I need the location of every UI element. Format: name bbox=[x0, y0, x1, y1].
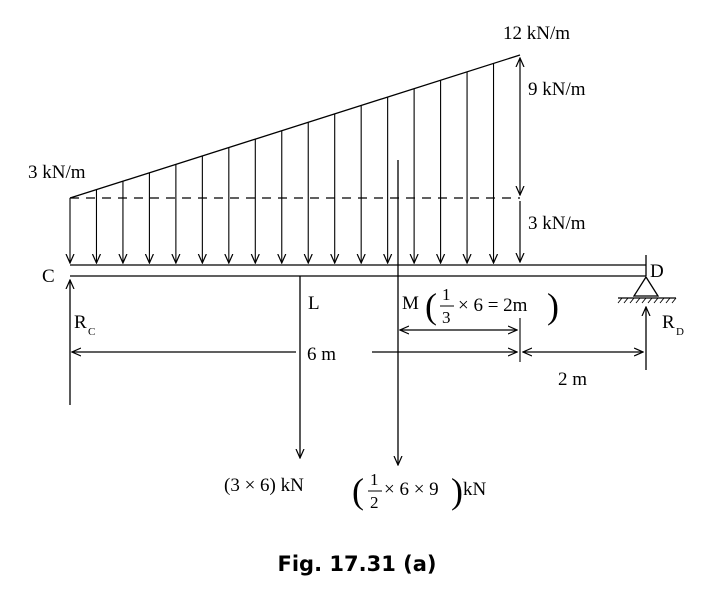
reaction-d-label: R D bbox=[662, 312, 684, 338]
svg-text:D: D bbox=[676, 326, 684, 338]
dim-6m-label: 6 m bbox=[307, 344, 336, 365]
figure-caption: Fig. 17.31 (a) bbox=[277, 552, 437, 576]
load-envelope-line bbox=[69, 54, 521, 199]
svg-text:R: R bbox=[74, 312, 87, 333]
right-intensity-label: 12 kN/m bbox=[503, 23, 570, 44]
load-arrows bbox=[70, 63, 494, 263]
pin-support-d bbox=[617, 275, 677, 304]
dim-2m-label: 2 m bbox=[558, 369, 587, 390]
left-intensity-label: 3 kN/m bbox=[28, 162, 86, 183]
svg-text:R: R bbox=[662, 312, 675, 333]
svg-text:1: 1 bbox=[442, 285, 451, 304]
point-d-label: D bbox=[650, 261, 664, 282]
svg-text:(: ( bbox=[425, 286, 437, 326]
svg-text:1: 1 bbox=[370, 470, 379, 489]
point-m-label: M bbox=[402, 293, 419, 314]
rect-intensity-label: 3 kN/m bbox=[528, 213, 586, 234]
svg-text:(: ( bbox=[352, 471, 364, 511]
svg-text:2: 2 bbox=[370, 493, 379, 512]
svg-text:× 6 × 9: × 6 × 9 bbox=[384, 479, 439, 500]
svg-text:): ) bbox=[547, 286, 559, 326]
triangle-intensity-label: 9 kN/m bbox=[528, 79, 586, 100]
svg-text:C: C bbox=[88, 326, 95, 338]
svg-text:3: 3 bbox=[442, 308, 451, 327]
force-rect-label: (3 × 6) kN bbox=[224, 475, 304, 496]
svg-text:): ) bbox=[451, 471, 463, 511]
beam bbox=[70, 255, 647, 277]
svg-text:× 6 = 2m: × 6 = 2m bbox=[458, 295, 528, 316]
dim-m-expression: ( 1 3 × 6 = 2m ) bbox=[425, 285, 559, 327]
svg-text:kN: kN bbox=[463, 479, 487, 500]
point-c-label: C bbox=[42, 266, 55, 287]
point-l-label: L bbox=[308, 293, 320, 314]
force-tri-expression: ( 1 2 × 6 × 9 ) kN bbox=[352, 470, 487, 512]
reaction-c-label: R C bbox=[74, 312, 95, 338]
